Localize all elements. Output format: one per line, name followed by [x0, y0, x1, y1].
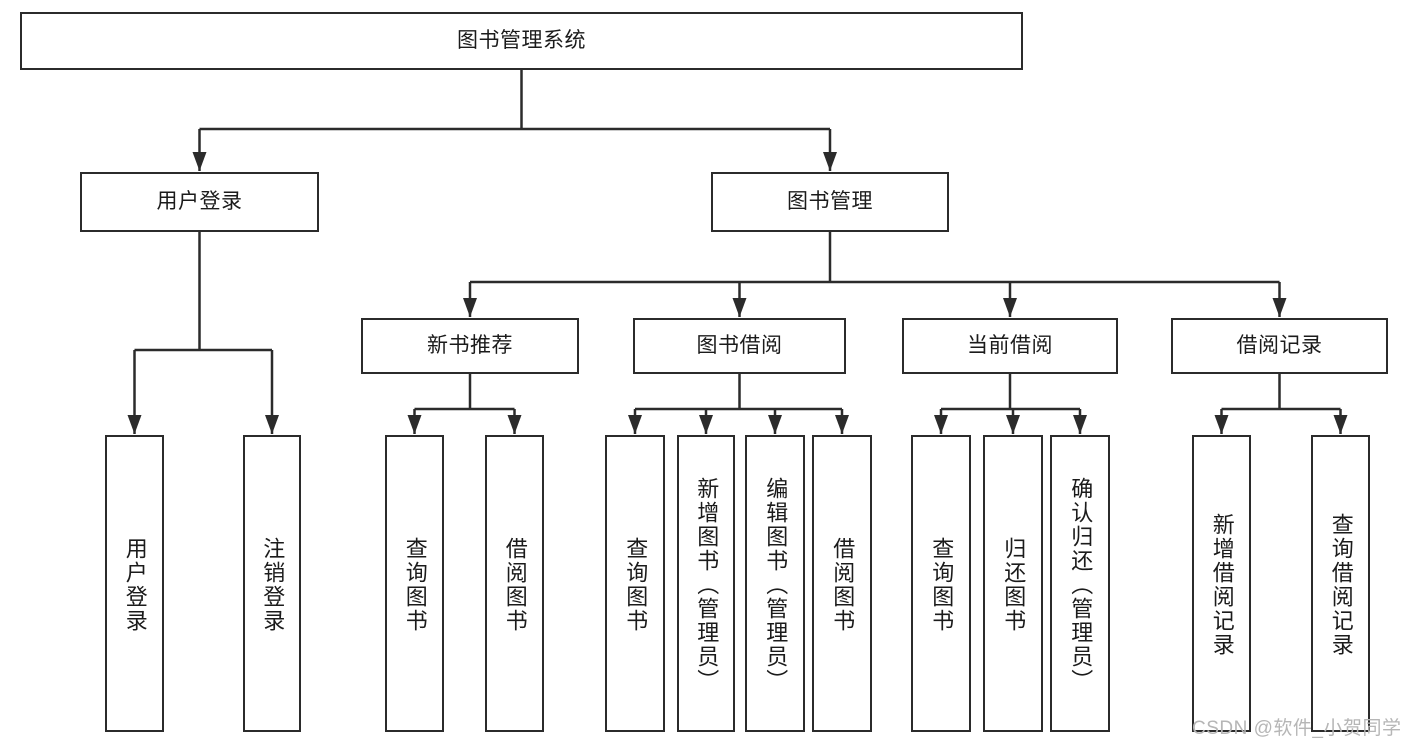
node-leaf-user-login[interactable]: 用户登录 — [105, 435, 164, 732]
node-label: 归还图书 — [1001, 536, 1027, 633]
node-label: 借阅图书 — [502, 536, 528, 633]
connector-arrowhead — [699, 415, 713, 434]
node-label: 新书推荐 — [427, 333, 513, 357]
connector-arrowhead — [192, 152, 207, 171]
node-label: 图书管理系统 — [457, 28, 586, 52]
connector-arrowhead — [1003, 298, 1017, 317]
node-leaf-add-book[interactable]: 新增图书（管理员） — [677, 435, 735, 732]
connector-arrowhead — [1214, 415, 1229, 434]
node-label: 查询图书 — [929, 536, 955, 633]
node-borrow-record[interactable]: 借阅记录 — [1171, 318, 1388, 374]
connector-arrowhead — [1073, 415, 1087, 434]
node-label: 图书借阅 — [696, 333, 783, 357]
node-label: 编辑图书（管理员） — [763, 476, 789, 693]
node-leaf-borrow-book-1[interactable]: 借阅图书 — [485, 435, 544, 732]
node-label: 借阅图书 — [830, 536, 856, 633]
node-label: 图书管理 — [787, 189, 873, 213]
connector-arrowhead — [1333, 415, 1348, 434]
node-label: 注销登录 — [260, 536, 286, 633]
node-label: 用户登录 — [156, 189, 243, 213]
node-leaf-query-book-3[interactable]: 查询图书 — [911, 435, 971, 732]
connector-arrowhead — [628, 415, 642, 434]
node-label: 当前借阅 — [967, 333, 1053, 357]
connector-arrowhead — [835, 415, 849, 434]
node-leaf-query-book-1[interactable]: 查询图书 — [385, 435, 444, 732]
node-label: 查询图书 — [402, 536, 428, 633]
node-leaf-edit-book[interactable]: 编辑图书（管理员） — [745, 435, 805, 732]
node-label: 用户登录 — [122, 536, 148, 633]
node-label: 查询借阅记录 — [1328, 512, 1354, 657]
node-leaf-user-logout[interactable]: 注销登录 — [243, 435, 301, 732]
node-leaf-borrow-book-2[interactable]: 借阅图书 — [812, 435, 872, 732]
node-label: 新增借阅记录 — [1209, 512, 1235, 657]
connector-arrowhead — [463, 298, 477, 317]
node-leaf-query-book-2[interactable]: 查询图书 — [605, 435, 665, 732]
connector-arrowhead — [732, 298, 747, 317]
node-user-login[interactable]: 用户登录 — [80, 172, 319, 232]
node-leaf-return-book[interactable]: 归还图书 — [983, 435, 1043, 732]
node-leaf-query-record[interactable]: 查询借阅记录 — [1311, 435, 1370, 732]
connector-arrowhead — [823, 152, 837, 171]
connector-arrowhead — [934, 415, 948, 434]
node-book-manage[interactable]: 图书管理 — [711, 172, 949, 232]
node-label: 借阅记录 — [1236, 333, 1323, 357]
node-label: 新增图书（管理员） — [694, 476, 720, 693]
node-label: 确认归还（管理员） — [1068, 476, 1094, 693]
connector-arrowhead — [768, 415, 782, 434]
node-leaf-confirm-return[interactable]: 确认归还（管理员） — [1050, 435, 1110, 732]
connector-arrowhead — [507, 415, 522, 434]
node-root[interactable]: 图书管理系统 — [20, 12, 1023, 70]
connector-arrowhead — [265, 415, 279, 434]
node-label: 查询图书 — [623, 536, 649, 633]
node-new-book-rec[interactable]: 新书推荐 — [361, 318, 579, 374]
node-leaf-add-record[interactable]: 新增借阅记录 — [1192, 435, 1251, 732]
connector-arrowhead — [1006, 415, 1020, 434]
connector-arrowhead — [127, 415, 142, 434]
node-current-borrow[interactable]: 当前借阅 — [902, 318, 1118, 374]
connector-arrowhead — [1272, 298, 1287, 317]
node-book-borrow[interactable]: 图书借阅 — [633, 318, 846, 374]
connector-arrowhead — [407, 415, 422, 434]
